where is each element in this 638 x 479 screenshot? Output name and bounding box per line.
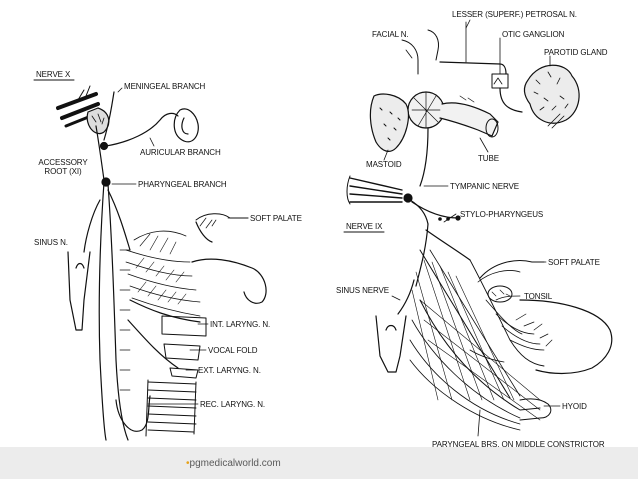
- watermark: •pgmedicalworld.com: [186, 458, 281, 469]
- label-sinus-nerve: SINUS NERVE: [336, 286, 389, 295]
- label-soft-palate-left: SOFT PALATE: [250, 214, 302, 223]
- label-mastoid: MASTOID: [366, 160, 402, 169]
- glossopharyngeal-nerve-drawing: [343, 19, 613, 437]
- label-nerve-ix: NERVE IX: [346, 222, 383, 231]
- label-accessory-root-line2: ROOT (XI): [44, 167, 82, 176]
- label-lesser-petrosal-n: LESSER (SUPERF.) PETROSAL N.: [452, 10, 577, 19]
- footer-bar: [0, 447, 638, 479]
- label-ext-laryng-n: EXT. LARYNG. N.: [198, 366, 261, 375]
- label-nerve-x: NERVE X: [36, 70, 71, 79]
- label-rec-laryng-n: REC. LARYNG. N.: [200, 400, 266, 409]
- label-tube: TUBE: [478, 154, 499, 163]
- watermark-text: pgmedicalworld.com: [189, 458, 281, 469]
- label-accessory-root-line1: ACCESSORY: [38, 158, 88, 167]
- label-hyoid: HYOID: [562, 402, 587, 411]
- label-tympanic-nerve: TYMPANIC NERVE: [450, 182, 519, 191]
- label-sinus-n: SINUS N.: [34, 238, 68, 247]
- label-otic-ganglion: OTIC GANGLION: [502, 30, 565, 39]
- label-paryngeal-brs: PARYNGEAL BRS. ON MIDDLE CONSTRICTOR: [432, 440, 605, 449]
- label-auricular-branch: AURICULAR BRANCH: [140, 148, 221, 157]
- label-tonsil: TONSIL: [524, 292, 553, 301]
- label-meningeal-branch: MENINGEAL BRANCH: [124, 82, 206, 91]
- label-vocal-fold: VOCAL FOLD: [208, 346, 258, 355]
- vagus-nerve-drawing: [33, 79, 267, 441]
- label-int-laryng-n: INT. LARYNG. N.: [210, 320, 271, 329]
- label-soft-palate-right: SOFT PALATE: [548, 258, 600, 267]
- label-stylo-pharyngeus: STYLO-PHARYNGEUS: [460, 210, 544, 219]
- watermark-dot-icon: •: [186, 458, 190, 469]
- label-facial-n: FACIAL N.: [372, 30, 409, 39]
- label-accessory-root: ACCESSORY ROOT (XI): [38, 158, 88, 176]
- label-pharyngeal-branch: PHARYNGEAL BRANCH: [138, 180, 227, 189]
- label-parotid-gland: PAROTID GLAND: [544, 48, 608, 57]
